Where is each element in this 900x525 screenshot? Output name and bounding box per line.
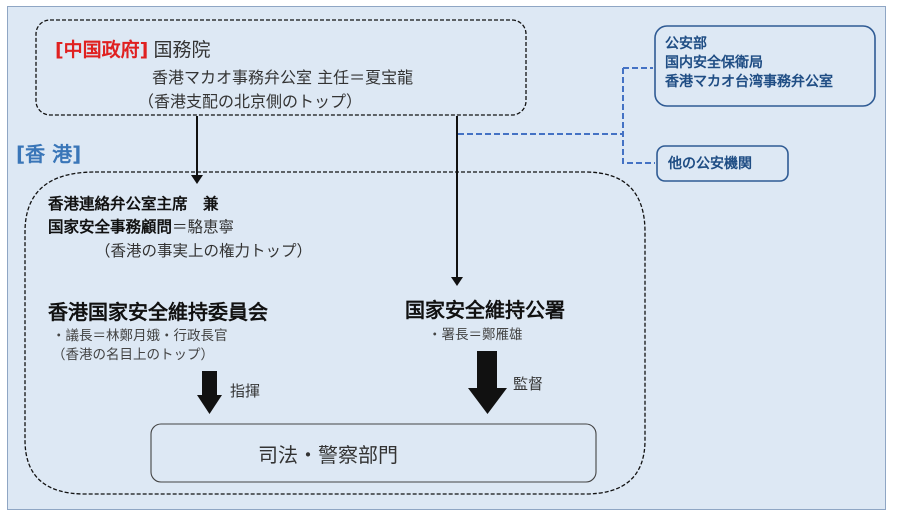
security-agency-item: 公安部 (665, 36, 707, 52)
arrow-to-office-head (451, 277, 463, 286)
hong-kong-region (24, 171, 646, 495)
supervise-arrow-shaft (477, 351, 497, 391)
supervise-label: 監督 (513, 375, 544, 393)
command-arrow-shaft (202, 371, 217, 397)
other-agencies-box (656, 145, 789, 182)
security-agency-item: 国内安全保衛局 (665, 55, 763, 71)
security-advisor-name: ＝駱恵寧 (172, 218, 235, 236)
security-office-title: 国家安全維持公署 (405, 298, 565, 322)
committee-chair: ・議長＝林鄭月娥・行政長官 (52, 328, 228, 344)
command-label: 指揮 (230, 382, 261, 400)
diagram-canvas (7, 6, 886, 510)
hong-kong-tag: [香 港] (16, 142, 82, 166)
beijing-top-note: （香港支配の北京側のトップ） (138, 92, 363, 111)
judicial-box (150, 423, 597, 483)
security-link-line (458, 67, 655, 164)
state-council-label: 国務院 (153, 39, 211, 61)
china-gov-heading: [中国政府] 国務院 (55, 35, 210, 62)
china-gov-tag: [中国政府] (55, 39, 149, 61)
other-agencies-label: 他の公安機関 (668, 156, 752, 172)
hkmao-director-text: 香港マカオ事務弁公室 主任＝夏宝龍 (152, 68, 414, 87)
liaison-office-title: 香港連絡弁公室主席 兼 (48, 195, 219, 213)
command-arrow-head (197, 395, 222, 414)
security-agency-item: 香港マカオ台湾事務弁公室 (665, 74, 833, 90)
security-advisor-line: 国家安全事務顧問＝駱恵寧 (48, 215, 234, 237)
committee-title: 香港国家安全維持委員会 (48, 300, 268, 324)
china-gov-box (35, 19, 527, 116)
de-facto-top-note: （香港の事実上の権力トップ） (95, 242, 313, 260)
security-office-head: ・署長＝鄭雁雄 (428, 327, 523, 343)
security-agencies-box (654, 25, 876, 107)
judicial-police-label: 司法・警察部門 (258, 443, 398, 467)
nominal-top-note: （香港の名目上のトップ） (52, 347, 214, 363)
security-advisor-title: 国家安全事務顧問 (48, 218, 173, 236)
security-agencies-list: 公安部 国内安全保衛局 香港マカオ台湾事務弁公室 (665, 35, 833, 92)
arrow-to-liaison-head (191, 175, 203, 184)
supervise-arrow-head (468, 388, 507, 414)
